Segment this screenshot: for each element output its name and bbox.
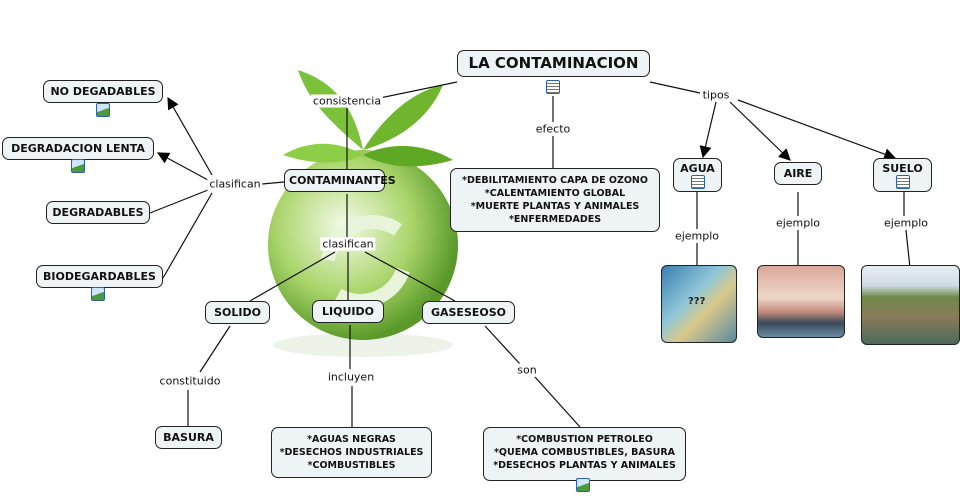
node-la-contaminacion[interactable]: LA CONTAMINACION	[457, 50, 650, 77]
link-label-tipos[interactable]: tipos	[700, 88, 732, 102]
node-suelo[interactable]: SUELO	[873, 158, 932, 192]
list-item: *DEBILITAMIENTO CAPA DE OZONO	[462, 175, 648, 186]
node-label: LA CONTAMINACION	[468, 54, 639, 72]
document-icon[interactable]	[895, 175, 910, 189]
node-degradables[interactable]: DEGRADABLES	[46, 201, 150, 224]
image-caption: ???	[688, 296, 706, 307]
node-liquido[interactable]: LIQUIDO	[312, 300, 384, 323]
link-label-incluyen[interactable]: incluyen	[325, 370, 377, 384]
list-item: *CALENTAMIENTO GLOBAL	[484, 188, 626, 199]
node-no-degradables[interactable]: NO DEGADABLES	[43, 80, 163, 103]
link-label-ejemplo[interactable]: ejemplo	[672, 229, 722, 243]
list-item: *DESECHOS INDUSTRIALES	[279, 447, 424, 458]
image-icon[interactable]	[71, 159, 85, 173]
node-label: SUELO	[882, 162, 923, 175]
node-label: BIODEGARDABLES	[43, 270, 156, 283]
image-icon[interactable]	[96, 103, 110, 117]
document-icon[interactable]	[546, 80, 560, 94]
link-label-constituido[interactable]: constituido	[157, 374, 223, 388]
node-degradacion-lenta[interactable]: DEGRADACION LENTA	[2, 137, 154, 160]
link-label-clasifican[interactable]: clasifican	[207, 177, 263, 191]
list-item: *AGUAS NEGRAS	[307, 434, 396, 445]
link-label-son[interactable]: son	[515, 363, 539, 377]
node-gases-list[interactable]: *COMBUSTION PETROLEO *QUEMA COMBUSTIBLES…	[483, 427, 686, 481]
node-label: AIRE	[783, 167, 813, 180]
node-label: NO DEGADABLES	[50, 85, 156, 98]
document-icon[interactable]	[690, 175, 705, 189]
node-biodegradables[interactable]: BIODEGARDABLES	[36, 265, 163, 288]
list-item: *COMBUSTION PETROLEO	[516, 434, 653, 445]
link-label-efecto[interactable]: efecto	[533, 122, 573, 136]
image-water-pollution[interactable]: ???	[661, 265, 737, 343]
node-label: DEGRADABLES	[52, 206, 144, 219]
list-item: *MUERTE PLANTAS Y ANIMALES	[470, 201, 640, 212]
list-item: *QUEMA COMBUSTIBLES, BASURA	[493, 447, 676, 458]
list-item: *DESECHOS PLANTAS Y ANIMALES	[493, 460, 676, 471]
link-label-consistencia[interactable]: consistencia	[310, 94, 384, 108]
node-label: SOLIDO	[214, 306, 261, 319]
image-icon[interactable]	[576, 478, 590, 492]
node-label: DEGRADACION LENTA	[11, 142, 145, 155]
node-agua[interactable]: AGUA	[673, 158, 722, 192]
node-liquidos-list[interactable]: *AGUAS NEGRAS *DESECHOS INDUSTRIALES *CO…	[271, 427, 432, 478]
node-label: BASURA	[163, 431, 214, 444]
image-icon[interactable]	[91, 287, 105, 301]
node-gaseoso[interactable]: GASESEOSO	[422, 301, 515, 324]
node-solido[interactable]: SOLIDO	[205, 301, 270, 324]
link-label-ejemplo[interactable]: ejemplo	[773, 216, 823, 230]
image-soil-pollution[interactable]	[861, 265, 960, 345]
node-label: LIQUIDO	[322, 305, 374, 318]
node-label: CONTAMINANTES	[289, 174, 396, 187]
link-label-ejemplo[interactable]: ejemplo	[881, 216, 931, 230]
node-basura[interactable]: BASURA	[155, 426, 222, 449]
node-label: GASESEOSO	[430, 306, 507, 319]
node-aire[interactable]: AIRE	[774, 162, 822, 185]
node-efectos-list[interactable]: *DEBILITAMIENTO CAPA DE OZONO *CALENTAMI…	[450, 168, 660, 232]
node-label: AGUA	[680, 162, 715, 175]
list-item: *COMBUSTIBLES	[307, 460, 396, 471]
node-contaminantes[interactable]: CONTAMINANTES	[284, 169, 396, 192]
image-air-pollution[interactable]	[757, 265, 845, 338]
list-item: *ENFERMEDADES	[508, 214, 602, 225]
link-label-clasifican[interactable]: clasifican	[320, 237, 376, 251]
